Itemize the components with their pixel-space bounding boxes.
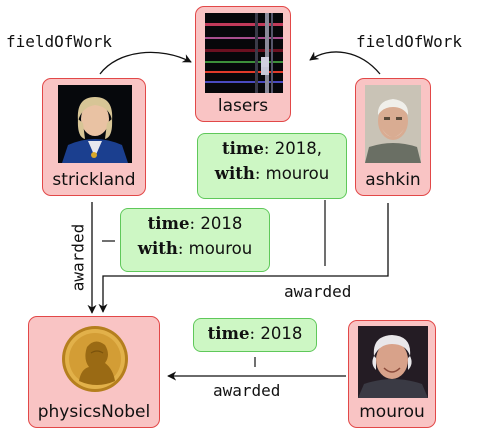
qualifier-line-with: with: mourou [214, 164, 330, 183]
node-label-strickland: strickland [52, 170, 136, 190]
ashkin-portrait-icon [365, 85, 421, 163]
edge-label-mourou-awarded: awarded [213, 381, 281, 400]
qualifier-value: 2018 [200, 214, 243, 233]
qualifier-key: time [147, 214, 190, 233]
qualifier-key: time [207, 324, 250, 343]
qualifier-ashkin: time: 2018, with: mourou [197, 133, 347, 199]
qualifier-key: time [222, 139, 264, 158]
qualifier-strickland: time: 2018 with: mourou [120, 208, 270, 272]
edge-label-strickland-awarded: awarded [68, 223, 88, 292]
qualifier-mourou: time: 2018 [193, 318, 317, 352]
nobel-medal-icon [61, 323, 129, 395]
node-strickland[interactable]: strickland [42, 78, 146, 196]
node-mourou[interactable]: mourou [348, 320, 436, 428]
node-label-mourou: mourou [359, 402, 425, 422]
qualifier-line-time: time: 2018, [222, 139, 322, 158]
node-lasers[interactable]: lasers [195, 6, 291, 122]
qualifier-line-time: time: 2018 [147, 214, 243, 233]
qualifier-key: with [137, 239, 178, 258]
edge-label-strickland-fieldofwork: fieldOfWork [6, 32, 112, 51]
edge-ashkin-awarded [98, 203, 389, 313]
node-label-ashkin: ashkin [365, 170, 421, 190]
qualifier-value: 2018, [274, 139, 322, 158]
qualifier-line-time: time: 2018 [207, 324, 303, 343]
mourou-portrait-icon [358, 326, 428, 398]
node-label-lasers: lasers [217, 96, 269, 116]
qualifier-value: 2018 [260, 324, 303, 343]
edge-label-ashkin-fieldofwork: fieldOfWork [356, 32, 462, 51]
edge-strickland-fieldofwork [99, 51, 192, 75]
node-ashkin[interactable]: ashkin [355, 78, 431, 196]
edge-label-ashkin-awarded: awarded [284, 282, 352, 301]
node-physicsnobel[interactable]: physicsNobel [28, 316, 160, 428]
strickland-portrait-icon [58, 85, 132, 163]
node-label-physicsnobel: physicsNobel [37, 402, 151, 422]
qualifier-value: mourou [265, 164, 330, 183]
edge-ashkin-fieldofwork [309, 51, 381, 75]
qualifier-value: mourou [188, 239, 253, 258]
qualifier-key: with [214, 164, 255, 183]
laser-beams-photo-icon [205, 13, 283, 93]
qualifier-line-with: with: mourou [137, 239, 253, 258]
